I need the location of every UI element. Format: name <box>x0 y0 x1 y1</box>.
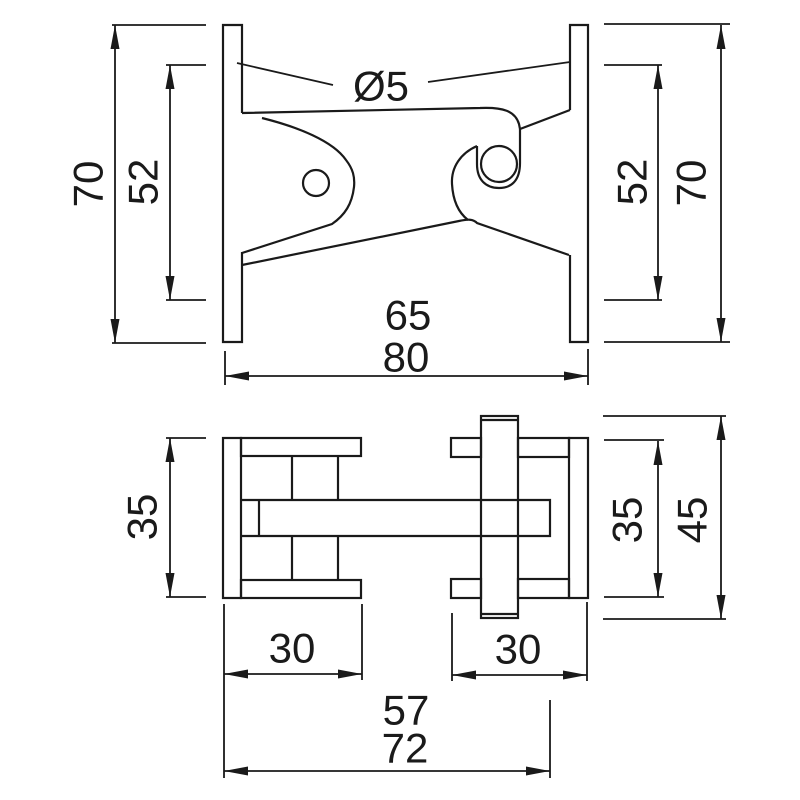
left-top-flange <box>239 436 363 458</box>
dim-flange-left: 30 <box>223 604 363 778</box>
dim-label: 52 <box>120 159 167 206</box>
right-bottom-flange <box>516 577 571 600</box>
callout-leader-right <box>427 61 571 83</box>
clamp-lever-end-faces <box>481 418 518 616</box>
dim-widths-bottom: 65 80 <box>224 292 589 385</box>
right-hook-inner-edge <box>475 129 522 190</box>
front-view: Ø5 70 52 52 70 <box>65 23 730 385</box>
extension-lines <box>224 349 589 385</box>
extension-lines <box>166 437 206 598</box>
dim-flange-right: 30 <box>451 602 588 681</box>
clamp-lever-bar <box>479 414 520 620</box>
web-top-right-diagonal <box>519 108 571 131</box>
extension-lines <box>604 23 730 343</box>
dimension-arrows <box>716 416 726 619</box>
extension-lines <box>166 64 206 301</box>
dim-label: 35 <box>604 497 651 544</box>
dim-label-inner-length: 57 <box>383 687 430 734</box>
dim-label-overall-length: 72 <box>382 725 429 772</box>
dim-inner-height-left: 52 <box>120 64 206 301</box>
callout-leader-left <box>236 62 334 86</box>
plan-view: 35 30 30 57 72 35 <box>119 414 726 778</box>
left-hole <box>301 168 331 198</box>
dim-label-inner-width: 65 <box>385 292 432 339</box>
dim-label: 70 <box>668 160 715 207</box>
dim-label: 52 <box>609 159 656 206</box>
dim-label: 45 <box>669 497 716 544</box>
right-hole <box>479 144 519 184</box>
right-bottom-flange-stub <box>449 577 483 600</box>
dim-inner-height-right: 52 <box>604 64 663 301</box>
dim-label: 30 <box>269 625 316 672</box>
dim-label: 30 <box>495 626 542 673</box>
left-plate-outline <box>221 23 244 344</box>
right-top-flange-stub <box>449 436 483 459</box>
dim-outer-height-right: 70 <box>604 23 730 343</box>
dim-lengths-bottom: 57 72 <box>224 687 551 778</box>
right-top-flange <box>516 436 571 459</box>
extension-lines <box>112 24 206 344</box>
extension-lines <box>451 602 588 681</box>
dim-label: 35 <box>119 494 166 541</box>
web-bottom-edge <box>241 218 570 267</box>
plan-view-part <box>221 414 590 620</box>
dim-label: 70 <box>65 161 112 208</box>
extension-lines <box>603 415 726 620</box>
left-hook-s-curve <box>241 116 356 255</box>
left-bottom-flange <box>239 578 363 600</box>
dim-overall-depth: 45 <box>603 415 726 620</box>
left-plate <box>221 436 243 600</box>
middle-tongue <box>241 498 552 538</box>
extension-lines <box>604 64 662 301</box>
dimension-arrows <box>653 65 663 300</box>
right-plate <box>567 436 590 600</box>
hole-diameter-callout: Ø5 <box>236 61 571 110</box>
dimension-arrows <box>165 65 175 300</box>
web-top-edge <box>241 106 522 130</box>
dim-plate-depth-left: 35 <box>119 437 206 598</box>
right-hook-outer-edge <box>450 144 478 221</box>
extension-lines <box>223 604 363 778</box>
dim-label-outer-width: 80 <box>383 334 430 381</box>
front-view-part <box>221 23 590 344</box>
right-plate-outline <box>568 23 590 344</box>
web-edges-left <box>290 456 340 580</box>
hole-diameter-label: Ø5 <box>353 63 409 110</box>
dim-plate-depth-right: 35 <box>604 439 664 598</box>
extension-lines <box>604 439 664 598</box>
dim-outer-height-left: 70 <box>65 24 206 344</box>
